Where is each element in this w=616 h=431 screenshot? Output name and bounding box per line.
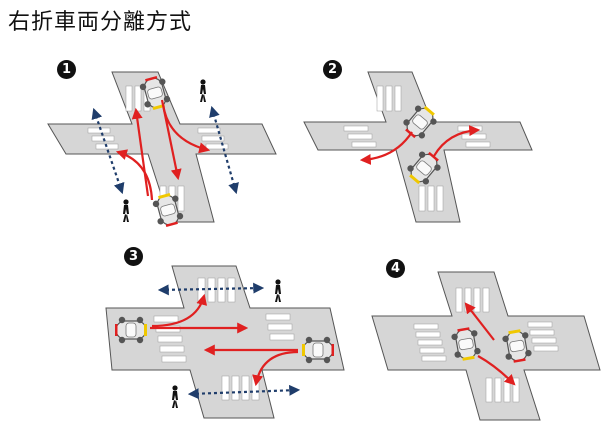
panel-number-1: 1 xyxy=(57,60,76,79)
arrow xyxy=(157,282,265,296)
pedestrian-icon xyxy=(275,279,281,302)
page-title: 右折車両分離方式 xyxy=(8,10,193,35)
arrow xyxy=(252,350,299,387)
panel-4 xyxy=(371,271,601,421)
arrow xyxy=(359,131,413,165)
road-panel-3 xyxy=(105,265,345,419)
arrow xyxy=(91,107,125,195)
arrow xyxy=(161,103,211,154)
road-panel-2 xyxy=(303,71,533,223)
panel-3 xyxy=(105,265,345,419)
road-panel-1 xyxy=(47,71,277,223)
road-panel-4 xyxy=(371,271,601,421)
panel-number-4: 4 xyxy=(386,259,405,278)
arrow xyxy=(187,384,301,400)
crosswalk xyxy=(413,287,559,403)
arrow xyxy=(209,105,239,195)
panel-number-3: 3 xyxy=(124,247,143,266)
arrow xyxy=(151,293,208,328)
panel-number-2: 2 xyxy=(323,60,342,79)
arrow xyxy=(131,107,150,197)
pedestrian-icon xyxy=(123,199,129,222)
car-icon xyxy=(301,336,335,364)
arrow xyxy=(433,125,481,157)
arrow xyxy=(464,302,495,341)
pedestrian-icon xyxy=(200,79,206,102)
arrow xyxy=(477,355,516,386)
panel-1 xyxy=(47,71,277,230)
car-icon xyxy=(114,316,148,344)
panel-2 xyxy=(303,71,533,223)
pedestrian-icon xyxy=(172,385,178,408)
